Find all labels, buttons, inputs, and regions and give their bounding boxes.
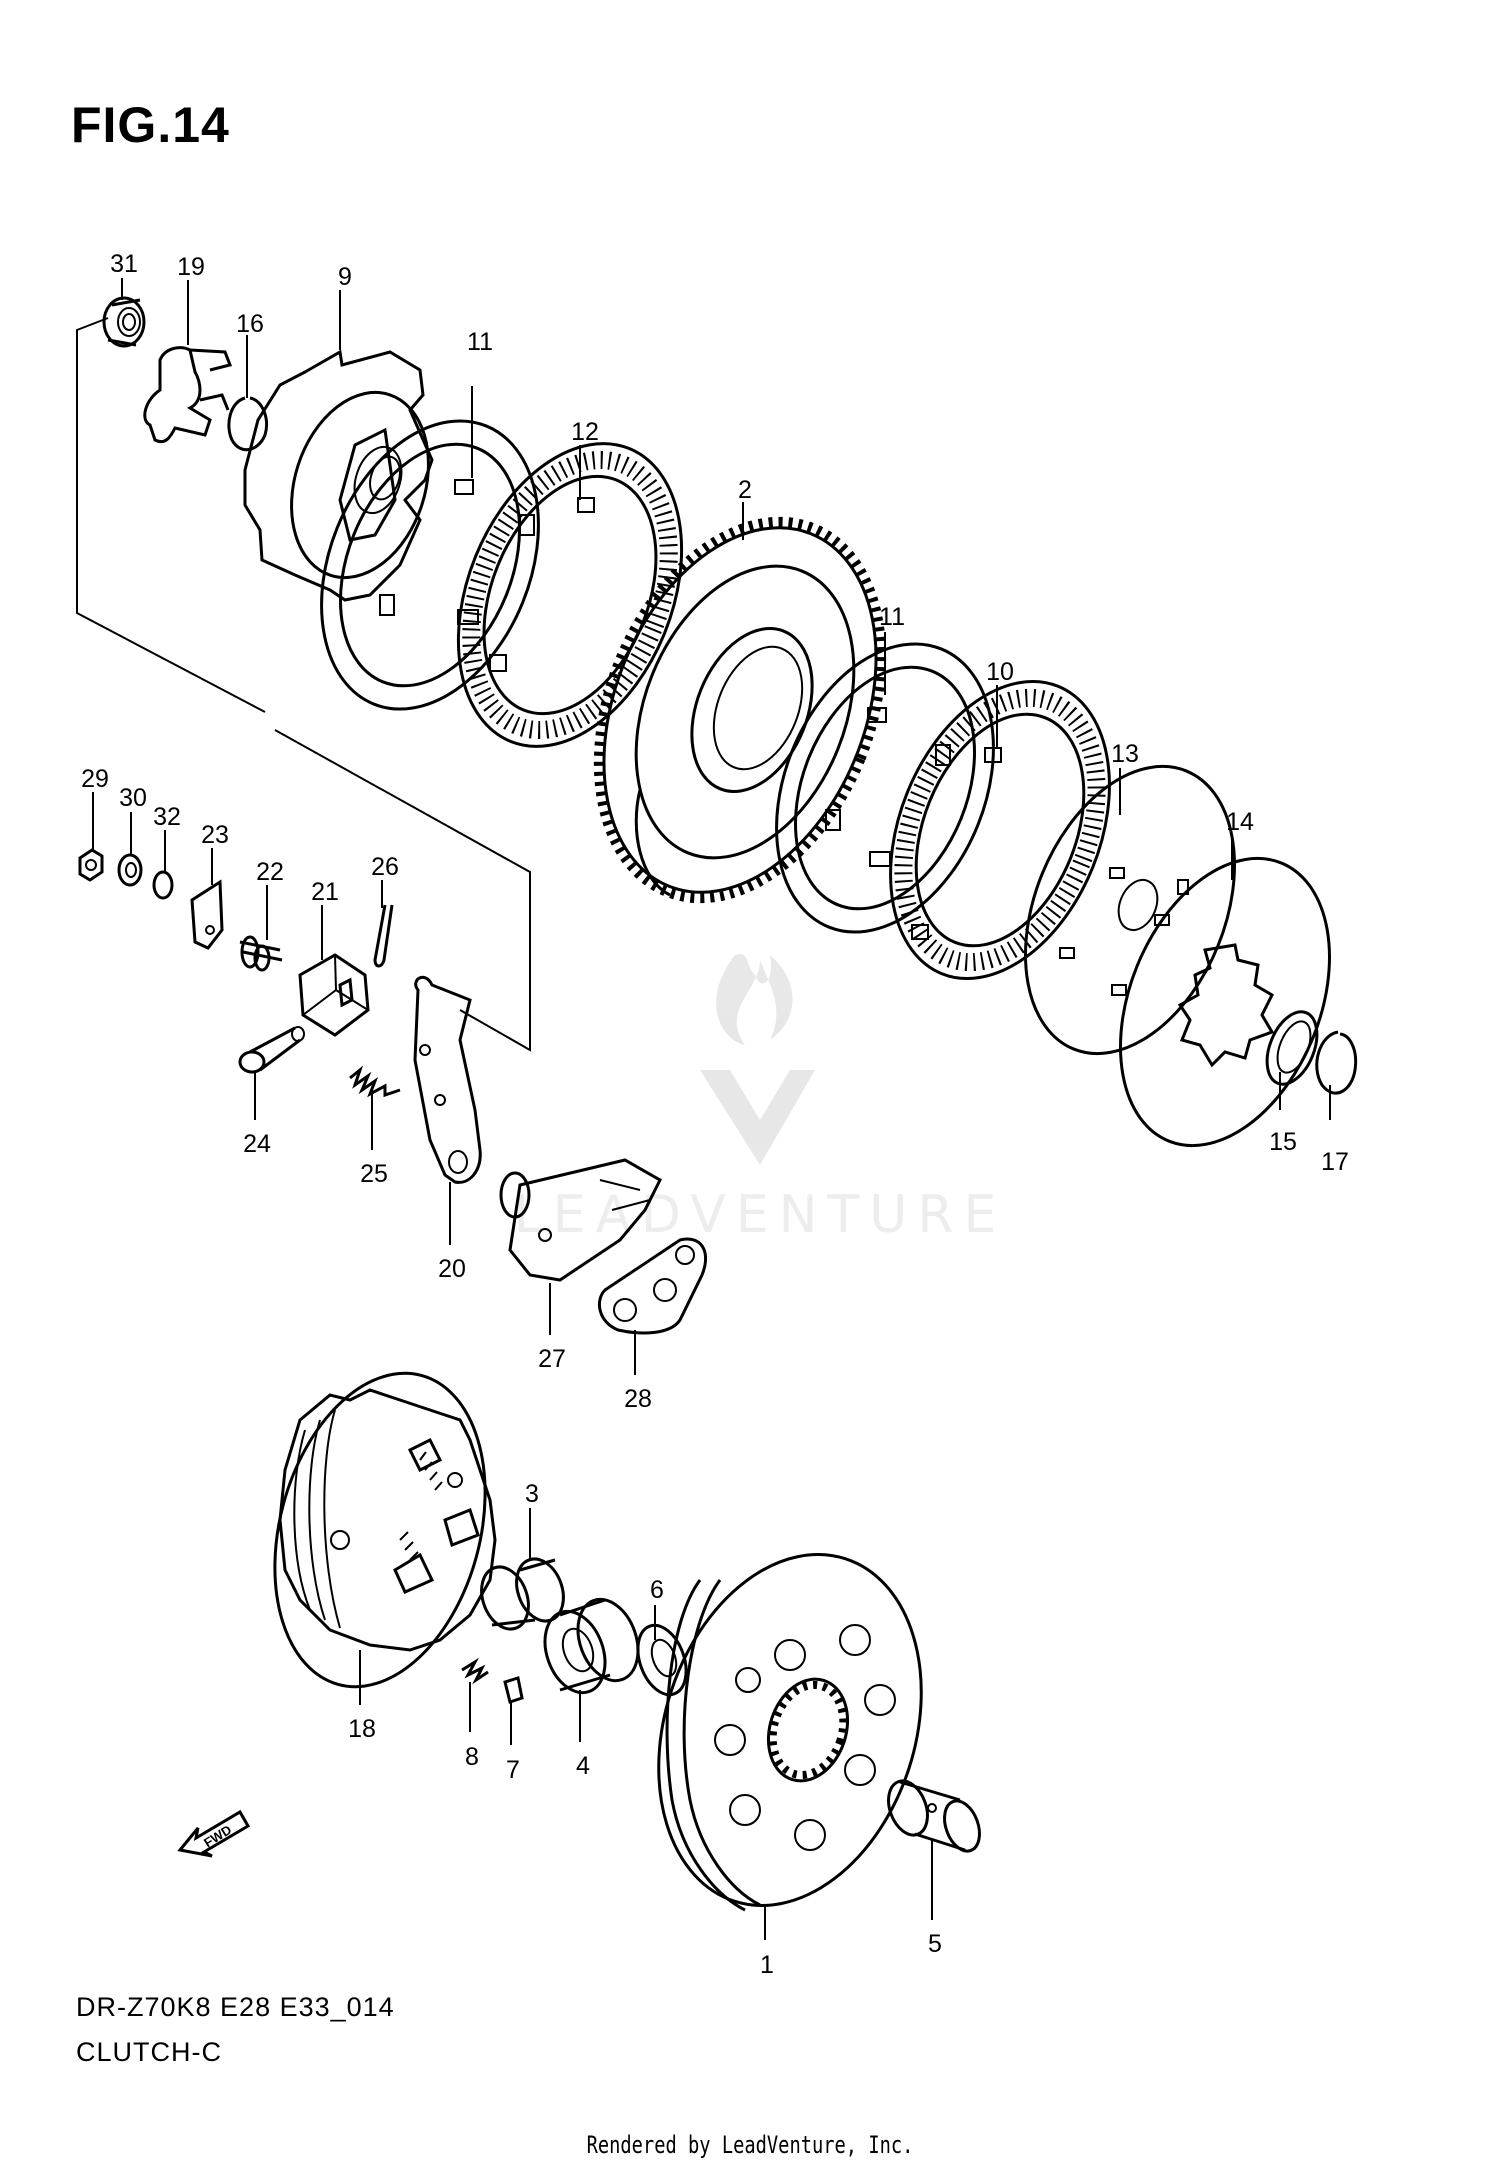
callout-24: 24 <box>243 1130 271 1158</box>
leader-lines <box>92 278 1331 1940</box>
callout-19: 19 <box>177 253 205 281</box>
callout-28: 28 <box>624 1385 652 1413</box>
callout-15: 15 <box>1269 1128 1297 1156</box>
callout-8: 8 <box>465 1743 479 1771</box>
part-1-clutch-housing <box>657 1553 923 1912</box>
render-credit: Rendered by LeadVenture, Inc. <box>586 2131 914 2159</box>
callout-18: 18 <box>348 1715 376 1743</box>
part-32-washer <box>152 870 174 900</box>
callout-22: 22 <box>256 858 284 886</box>
part-10-friction-plate <box>889 679 1111 981</box>
part-8-spring <box>461 1657 489 1685</box>
callouts: 31 19 9 16 11 12 2 11 10 13 14 15 17 29 … <box>81 250 1349 1979</box>
callout-17: 17 <box>1321 1148 1349 1176</box>
fwd-label: FWD <box>201 1822 234 1850</box>
part-22-pin <box>239 935 283 972</box>
part-29-nut <box>78 848 104 882</box>
part-2-gear <box>593 516 887 904</box>
callout-16: 16 <box>236 310 264 338</box>
callout-12: 12 <box>571 418 599 446</box>
part-7-roller <box>503 1676 524 1704</box>
part-11-plate-b <box>775 642 995 934</box>
callout-23: 23 <box>201 821 229 849</box>
callout-2: 2 <box>738 476 752 504</box>
part-17-circlip <box>1315 1030 1358 1095</box>
callout-32: 32 <box>153 803 181 831</box>
callout-27: 27 <box>538 1345 566 1373</box>
callout-11-upper: 11 <box>467 328 493 356</box>
part-31-bearing <box>102 296 146 348</box>
part-30-washer <box>117 853 143 887</box>
group-bracket <box>76 317 531 1052</box>
callout-20: 20 <box>438 1255 466 1283</box>
watermark-logo <box>700 954 815 1165</box>
callout-30: 30 <box>119 784 147 812</box>
callout-13: 13 <box>1111 740 1139 768</box>
part-4-one-way-clutch <box>543 1597 640 1695</box>
part-19-lever <box>143 346 233 444</box>
part-26-cotter-pin <box>373 904 394 968</box>
part-5-sleeve <box>887 1779 981 1853</box>
part-25-spring <box>349 1065 401 1098</box>
callout-5: 5 <box>928 1930 942 1958</box>
part-14-spring-plate <box>1119 856 1331 1148</box>
part-23-plate <box>190 879 224 950</box>
callout-6: 6 <box>650 1576 664 1604</box>
callout-29: 29 <box>81 765 109 793</box>
part-27-cam-plate <box>499 1158 662 1282</box>
callout-11-lower: 11 <box>879 603 905 631</box>
part-24-pin <box>238 1026 305 1074</box>
part-9-one-way-plate <box>243 349 434 602</box>
callout-31: 31 <box>110 250 138 278</box>
callout-10: 10 <box>986 658 1014 686</box>
part-18-clutch-shoe <box>273 1371 497 1689</box>
part-28-bracket <box>597 1237 708 1335</box>
callout-26: 26 <box>371 853 399 881</box>
callout-9: 9 <box>338 263 352 291</box>
part-16-circlip <box>227 396 268 451</box>
part-12-friction-plate <box>456 442 684 748</box>
callout-4: 4 <box>576 1752 590 1780</box>
callout-14: 14 <box>1226 808 1254 836</box>
part-20-arm <box>413 975 482 1184</box>
model-code: DR-Z70K8 E28 E33_014 <box>76 1992 395 2022</box>
part-11-plate-a <box>320 419 540 711</box>
callout-3: 3 <box>525 1480 539 1508</box>
section-name: CLUTCH-C <box>76 2037 222 2067</box>
callout-21: 21 <box>311 878 339 906</box>
watermark: LEADVENTURE <box>513 1185 1007 1245</box>
fwd-arrow: FWD <box>177 1809 251 1858</box>
part-13-pressure-plate <box>1024 764 1236 1056</box>
callout-7: 7 <box>506 1756 520 1784</box>
part-21-block <box>298 953 370 1037</box>
callout-1: 1 <box>760 1951 774 1979</box>
part-3-sleeve <box>480 1557 565 1631</box>
part-15-washer <box>1265 1010 1319 1086</box>
callout-25: 25 <box>360 1160 388 1188</box>
figure-title: FIG.14 <box>71 97 230 153</box>
